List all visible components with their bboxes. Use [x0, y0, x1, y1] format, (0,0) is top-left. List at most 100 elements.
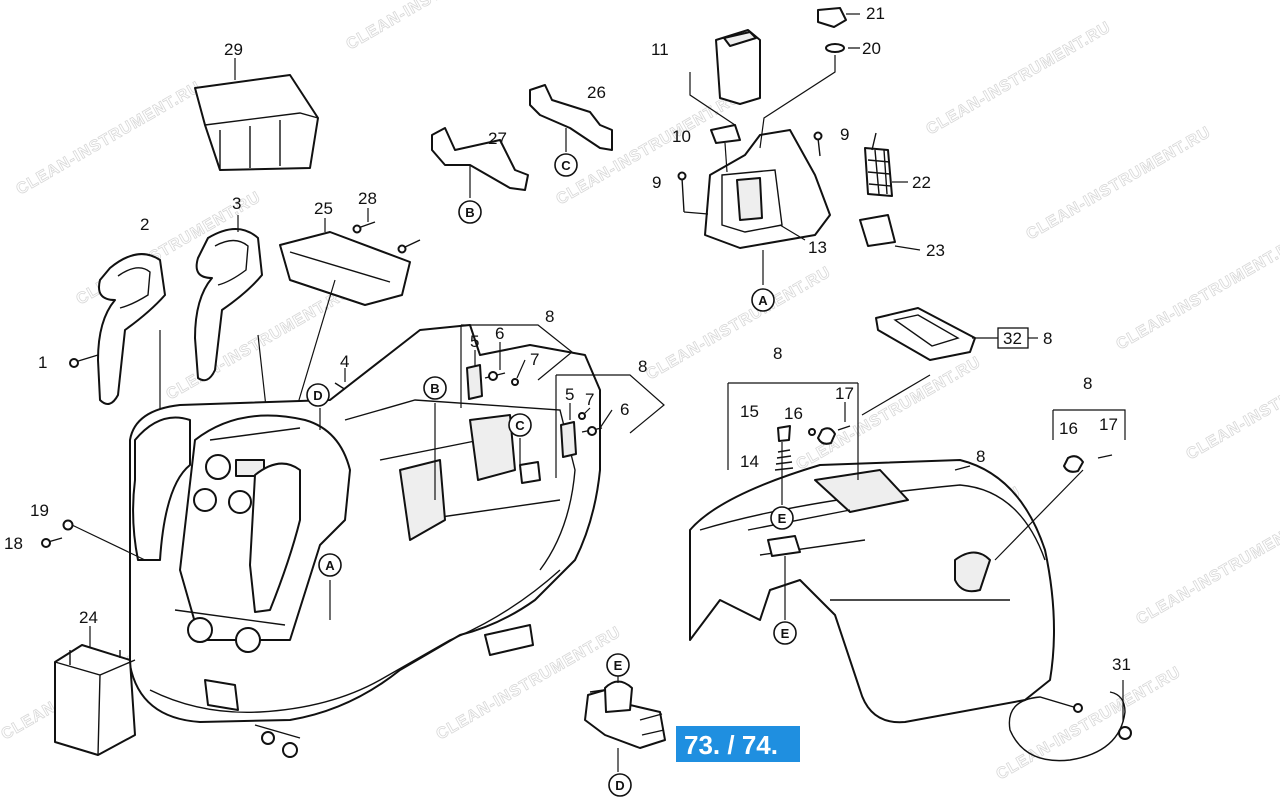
ref-marker-a: A	[318, 553, 342, 577]
svg-text:B: B	[465, 205, 474, 220]
reference-markers: A A B B C C D D E E E	[306, 153, 797, 797]
callout-9: 9	[652, 173, 661, 192]
ref-marker-d: D	[306, 383, 330, 407]
main-base-housing	[129, 324, 601, 758]
part-21-cap	[817, 7, 860, 28]
part-8-group-right	[555, 374, 665, 478]
callout-8: 8	[545, 307, 554, 326]
ref-marker-a: A	[751, 288, 775, 312]
svg-text:E: E	[781, 626, 790, 641]
part-3-handle	[194, 215, 269, 426]
callout-3: 3	[232, 194, 241, 213]
ref-marker-e: E	[606, 653, 630, 677]
callout-5: 5	[565, 385, 574, 404]
callout-19: 19	[30, 501, 49, 520]
callout-16: 16	[1059, 419, 1078, 438]
callout-31: 31	[1112, 655, 1131, 674]
svg-text:A: A	[325, 558, 335, 573]
part-22-filter	[864, 132, 908, 197]
watermark: CLEAN-INSTRUMENT.RU	[1184, 344, 1280, 464]
ref-marker-c: C	[554, 153, 578, 177]
part-31-cable-loop	[1008, 680, 1132, 762]
part-14-15-spring-pin	[774, 425, 794, 505]
callout-13: 13	[808, 238, 827, 257]
callout-25: 25	[314, 199, 333, 218]
svg-text:E: E	[778, 511, 787, 526]
part-9-screws	[677, 131, 823, 215]
assembly-reference-badge: 73. / 74.	[676, 726, 800, 762]
callout-28: 28	[358, 189, 377, 208]
part-27-bracket	[431, 127, 529, 198]
callout-27: 27	[488, 129, 507, 148]
part-20-o-ring	[759, 43, 860, 149]
part-18-19-screw-washer	[41, 519, 146, 561]
callout-17: 17	[1099, 415, 1118, 434]
assembly-reference-text: 73. / 74.	[684, 730, 778, 760]
watermark: CLEAN-INSTRUMENT.RU	[644, 264, 834, 384]
callout-8: 8	[1083, 374, 1092, 393]
ref-marker-b: B	[458, 200, 482, 224]
ref-marker-d: D	[608, 773, 632, 797]
part-2-handle	[97, 253, 166, 455]
callout-2: 2	[140, 215, 149, 234]
part-28-pins	[352, 208, 421, 254]
callout-7: 7	[530, 350, 539, 369]
callout-22: 22	[912, 173, 931, 192]
callout-20: 20	[862, 39, 881, 58]
callout-23: 23	[926, 241, 945, 260]
part-1-screw	[69, 354, 99, 368]
part-13-frame	[704, 129, 831, 285]
callout-26: 26	[587, 83, 606, 102]
callout-6: 6	[620, 400, 629, 419]
callout-29: 29	[224, 40, 243, 59]
watermark: CLEAN-INSTRUMENT.RU	[1024, 124, 1214, 244]
ref-marker-e: E	[773, 621, 797, 645]
part-11-tank	[689, 29, 761, 126]
svg-text:B: B	[430, 381, 439, 396]
part-23-holder	[859, 214, 921, 251]
callout-8: 8	[773, 344, 782, 363]
callout-9: 9	[840, 125, 849, 144]
svg-text:C: C	[561, 158, 571, 173]
callout-1: 1	[38, 353, 47, 372]
part-32-gasket	[875, 307, 998, 361]
svg-text:D: D	[313, 388, 322, 403]
callout-7: 7	[585, 390, 594, 409]
callout-17: 17	[835, 384, 854, 403]
watermark: CLEAN-INSTRUMENT.RU	[1134, 509, 1280, 629]
watermark: CLEAN-INSTRUMENT.RU	[794, 354, 984, 474]
callout-21: 21	[866, 4, 885, 23]
watermark: CLEAN-INSTRUMENT.RU	[1114, 234, 1280, 354]
part-25-cover-lid	[279, 218, 411, 431]
part-26-bracket	[529, 84, 613, 152]
callout-18: 18	[4, 534, 23, 553]
watermark: CLEAN-INSTRUMENT.RU	[924, 19, 1114, 139]
part-24-box	[54, 626, 136, 756]
ref-marker-e: E	[770, 506, 794, 530]
watermark: CLEAN-INSTRUMENT.RU	[14, 79, 204, 199]
svg-text:E: E	[614, 658, 623, 673]
callout-labels: 1 2 3 4 5 5 6 6 7 7 8 8 8 8 8 8 9 9 10 1…	[4, 4, 1131, 674]
callout-32: 32	[1003, 329, 1022, 348]
part-valve-module	[584, 665, 666, 772]
ref-marker-b: B	[423, 376, 447, 400]
callout-8: 8	[1043, 329, 1052, 348]
callout-11: 11	[651, 40, 669, 59]
watermark: CLEAN-INSTRUMENT.RU	[344, 0, 534, 53]
callout-24: 24	[79, 608, 98, 627]
part-8-group-left	[460, 324, 573, 408]
callout-14: 14	[740, 452, 759, 471]
callout-16: 16	[784, 404, 803, 423]
part-16-17-clip-right	[994, 409, 1126, 561]
svg-text:C: C	[515, 418, 525, 433]
callout-5: 5	[470, 332, 479, 351]
callout-8: 8	[976, 447, 985, 466]
part-29-storage-tray	[194, 58, 319, 171]
callout-10: 10	[672, 127, 691, 146]
part-10-clip	[710, 124, 741, 173]
callout-32-boxed: 32	[997, 327, 1038, 349]
ref-marker-c: C	[508, 413, 532, 437]
svg-text:A: A	[758, 293, 768, 308]
callout-8: 8	[638, 357, 647, 376]
